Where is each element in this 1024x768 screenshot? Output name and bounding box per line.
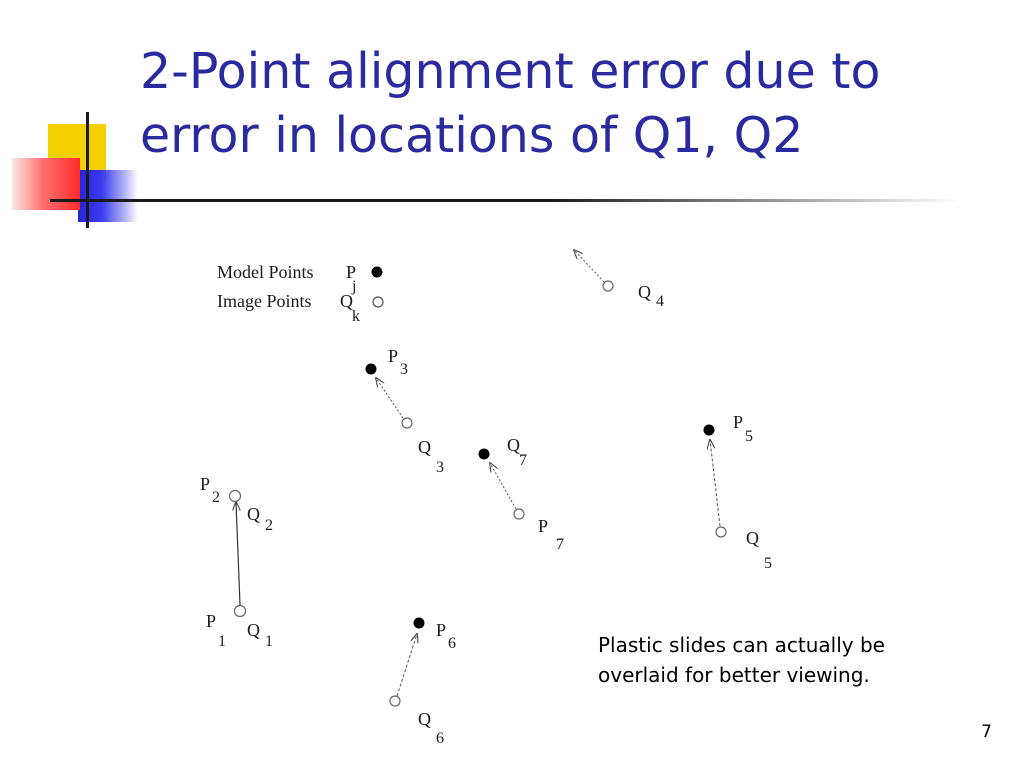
label-p7-subscript: 7: [519, 452, 527, 469]
label-p3-subscript: 3: [400, 361, 408, 378]
label-q1-letter: Q: [247, 620, 260, 640]
arrow-q1-to-q2: [236, 502, 241, 606]
label-p7-letter: Q: [507, 435, 520, 455]
title-underline: [50, 199, 960, 202]
label-p5-letter: P: [733, 412, 743, 432]
legend-image-symbol: Q: [340, 291, 353, 311]
label-q5-subscript: 5: [764, 555, 772, 572]
label-p5-subscript: 5: [745, 428, 753, 445]
point-q7-marker: [513, 508, 525, 520]
legend-model-marker: [371, 266, 383, 278]
point-p6-marker: [413, 617, 425, 629]
legend-image-subscript: k: [352, 308, 360, 325]
point-p5-marker: [703, 424, 715, 436]
arrow-q4-displacement: [574, 250, 605, 283]
point-p3-marker: [365, 363, 377, 375]
logo-vertical-line: [86, 112, 89, 228]
label-q7-subscript: 7: [556, 536, 564, 553]
label-q2-subscript: 2: [265, 517, 273, 534]
point-p2-q2-marker: [228, 489, 242, 503]
label-p1-letter: P: [206, 611, 216, 631]
slide-title-line-2: error in locations of Q1, Q2: [140, 107, 804, 164]
legend-model-points-text: Model Points: [217, 262, 314, 282]
label-q4-letter: Q: [638, 282, 651, 302]
label-q5-letter: Q: [746, 528, 759, 548]
slide-title: 2-Point alignment error due to error in …: [140, 40, 1010, 168]
label-q4-subscript: 4: [656, 293, 664, 310]
legend-image-marker: [372, 296, 384, 308]
page-number: 7: [981, 722, 992, 742]
label-p1-subscript: 1: [218, 633, 226, 650]
label-q1-subscript: 1: [265, 633, 273, 650]
arrow-q6-to-p6: [396, 634, 417, 697]
label-p2-letter: P: [200, 474, 210, 494]
arrow-q7-to-p7: [490, 463, 517, 510]
legend-model-subscript: j: [351, 278, 356, 295]
overlay-note-line-1: Plastic slides can actually be: [598, 633, 885, 657]
arrow-q3-to-p3: [376, 378, 404, 419]
point-q5-marker: [715, 526, 727, 538]
slide-title-line-1: 2-Point alignment error due to: [140, 43, 881, 100]
point-p1-q1-marker: [233, 604, 247, 618]
overlay-note-line-2: overlaid for better viewing.: [598, 663, 870, 687]
label-q6-letter: Q: [418, 709, 431, 729]
legend-image-points-text: Image Points: [217, 291, 312, 311]
overlay-note: Plastic slides can actually be overlaid …: [598, 630, 978, 690]
label-p2-subscript: 2: [212, 489, 220, 506]
label-p6-subscript: 6: [448, 635, 456, 652]
point-q6-marker: [389, 695, 401, 707]
label-q7-letter: P: [538, 516, 548, 536]
point-q4-marker: [602, 280, 614, 292]
label-p6-letter: P: [436, 620, 446, 640]
label-q3-subscript: 3: [436, 459, 444, 476]
label-p3-letter: P: [388, 346, 398, 366]
label-q2-letter: Q: [247, 504, 260, 524]
arrow-q5-to-p5: [710, 440, 721, 527]
legend: Model Points P j Image Points Q k: [217, 262, 384, 325]
point-q3-marker: [401, 417, 413, 429]
point-p7-marker: [478, 448, 490, 460]
legend-model-symbol: P: [346, 262, 356, 282]
label-q3-letter: Q: [418, 437, 431, 457]
label-q6-subscript: 6: [436, 730, 444, 747]
